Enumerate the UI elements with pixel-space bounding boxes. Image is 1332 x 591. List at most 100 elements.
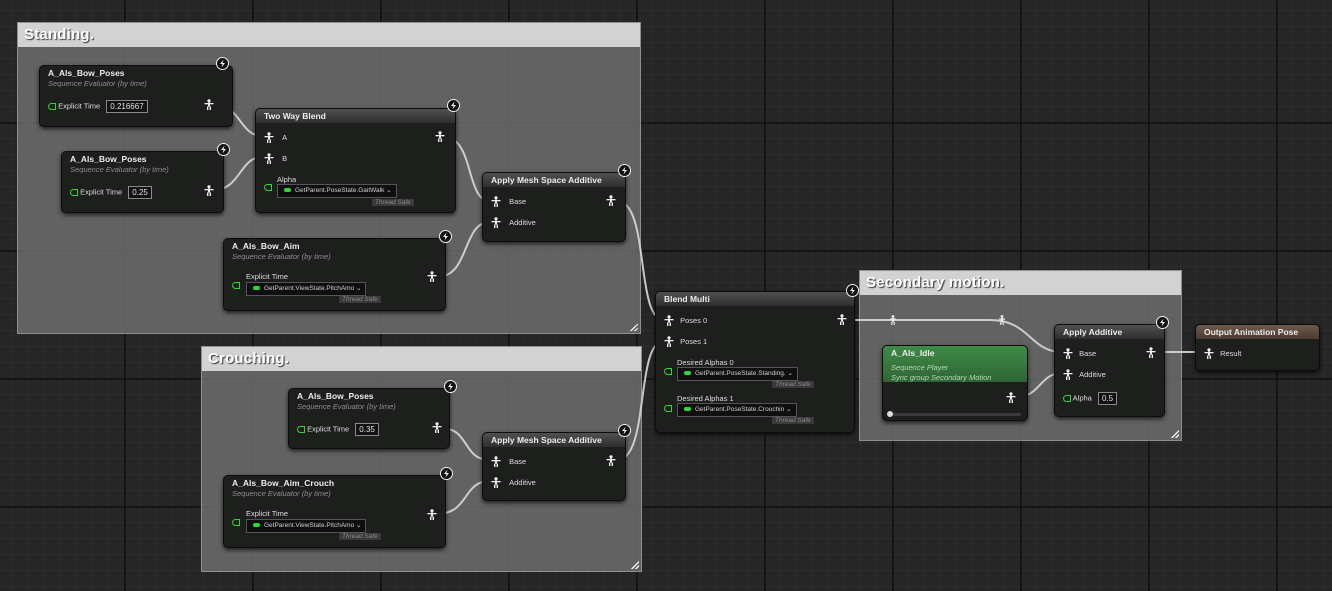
explicit-time-binding-dropdown[interactable]: GetParent.ViewState.PitchAmo ⌄ [246, 282, 367, 296]
alpha0-binding-dropdown[interactable]: GetParent.PoseState.Standing. ⌄ [677, 367, 798, 381]
resize-handle-icon[interactable] [630, 323, 638, 331]
resize-handle-icon[interactable] [1171, 430, 1179, 438]
pose-pin-icon[interactable] [427, 509, 437, 522]
pose-pin-icon[interactable] [264, 132, 274, 145]
pose-pin-icon[interactable] [1063, 369, 1073, 382]
node-output-animation-pose[interactable]: Output Animation Pose Result [1195, 324, 1320, 371]
pose-output-pin-icon[interactable] [606, 195, 616, 208]
pose-pin-icon[interactable] [491, 456, 501, 469]
node-two-way-blend[interactable]: Two Way Blend A B Alpha GetParent.PoseSt… [255, 108, 456, 213]
node-title: Apply Mesh Space Additive [491, 175, 602, 185]
node-title: Two Way Blend [264, 111, 326, 121]
node-sequence-evaluator[interactable]: A_Als_Bow_Poses Sequence Evaluator (by t… [288, 388, 450, 449]
node-subtitle: Sequence Evaluator (by time) [232, 489, 331, 498]
node-apply-additive[interactable]: Apply Additive Base Additive Alpha 0.5 [1054, 324, 1165, 417]
fast-path-icon [216, 57, 229, 70]
pin-label: Explicit Time [307, 424, 350, 434]
float-pin-icon[interactable] [664, 368, 672, 375]
pose-output-pin-icon[interactable] [606, 455, 616, 468]
pose-output-pin-icon[interactable] [837, 314, 847, 327]
pin-label: Base [509, 457, 527, 467]
float-pin-icon[interactable] [264, 184, 272, 191]
pin-label: Result [1220, 349, 1242, 359]
pose-pin-icon[interactable] [204, 99, 214, 112]
explicit-time-input[interactable]: 0.25 [128, 186, 152, 199]
node-title: Apply Mesh Space Additive [491, 435, 602, 445]
node-subtitle: Sequence Player [891, 363, 949, 372]
alpha-input[interactable]: 0.5 [1097, 392, 1118, 405]
pose-pin-icon[interactable] [264, 153, 274, 166]
node-title: A_Als_Bow_Aim [232, 241, 300, 251]
pose-pin-icon[interactable] [491, 196, 501, 209]
pose-pin-icon[interactable] [491, 217, 501, 230]
pin-label: Additive [509, 218, 536, 228]
binding-icon [253, 523, 260, 528]
pose-pin-icon[interactable] [432, 422, 442, 435]
comment-title[interactable]: Crouching. [202, 347, 641, 371]
pin-label: Explicit Time [58, 101, 101, 111]
float-pin-icon[interactable] [232, 519, 240, 526]
node-apply-mesh-space-additive[interactable]: Apply Mesh Space Additive Base Additive [482, 172, 626, 242]
thread-safe-badge: Thread Safe [339, 296, 381, 303]
node-title: A_Als_Bow_Aim_Crouch [232, 478, 335, 488]
fast-path-icon [217, 143, 230, 156]
node-apply-mesh-space-additive[interactable]: Apply Mesh Space Additive Base Additive [482, 432, 626, 501]
pin-label: Additive [509, 478, 536, 488]
fast-path-icon [447, 99, 460, 112]
node-title: A_Als_Idle [891, 348, 935, 358]
float-pin-icon[interactable] [48, 103, 56, 110]
node-blend-multi[interactable]: Blend Multi Poses 0 Poses 1 Desired Alph… [655, 291, 855, 433]
pose-pin-icon[interactable] [1204, 348, 1214, 361]
pin-label: Base [509, 197, 527, 207]
node-sequence-evaluator[interactable]: A_Als_Bow_Aim Sequence Evaluator (by tim… [223, 238, 446, 311]
node-title: A_Als_Bow_Poses [297, 391, 374, 401]
pose-pin-icon[interactable] [1006, 392, 1016, 405]
binding-icon [684, 407, 691, 412]
pose-output-pin-icon[interactable] [1146, 347, 1156, 360]
node-title: Output Animation Pose [1204, 327, 1299, 337]
thread-safe-badge: Thread Safe [372, 199, 414, 206]
binding-icon [684, 371, 691, 376]
pose-pin-icon[interactable] [204, 185, 214, 198]
fast-path-icon [846, 284, 859, 297]
fast-path-icon [444, 380, 457, 393]
pose-pin-icon[interactable] [1063, 348, 1073, 361]
thread-safe-badge: Thread Safe [339, 533, 381, 540]
node-sequence-evaluator[interactable]: A_Als_Bow_Poses Sequence Evaluator (by t… [61, 151, 224, 213]
pin-label: Explicit Time [246, 509, 289, 518]
comment-title[interactable]: Secondary motion. [860, 271, 1181, 295]
node-title: A_Als_Bow_Poses [48, 68, 125, 78]
float-pin-icon[interactable] [664, 405, 672, 412]
node-sequence-evaluator[interactable]: A_Als_Bow_Aim_Crouch Sequence Evaluator … [223, 475, 446, 548]
pin-label: Explicit Time [80, 187, 123, 197]
binding-icon [284, 188, 291, 193]
pose-output-pin-icon[interactable] [435, 131, 445, 144]
float-pin-icon[interactable] [232, 282, 240, 289]
explicit-time-binding-dropdown[interactable]: GetParent.ViewState.PitchAmo ⌄ [246, 519, 367, 533]
slider-knob[interactable] [887, 411, 893, 417]
fast-path-icon [1156, 316, 1169, 329]
pose-pin-icon[interactable] [664, 336, 674, 349]
node-subtitle: Sequence Evaluator (by time) [297, 402, 396, 411]
float-pin-icon[interactable] [70, 189, 78, 196]
pin-label: Poses 0 [680, 316, 708, 326]
pin-label: Desired Alphas 0 [677, 358, 734, 367]
pose-pin-icon[interactable] [427, 271, 437, 284]
float-pin-icon[interactable] [1063, 395, 1071, 402]
resize-handle-icon[interactable] [631, 561, 639, 569]
pin-label: Additive [1079, 370, 1106, 380]
alpha1-binding-dropdown[interactable]: GetParent.PoseState.Crouchin ⌄ [677, 403, 797, 417]
pose-pin-icon[interactable] [491, 477, 501, 490]
comment-title[interactable]: Standing. [18, 23, 640, 47]
explicit-time-input[interactable]: 0.35 [355, 423, 379, 436]
node-sequence-player[interactable]: A_Als_Idle Sequence Player Sync group Se… [882, 345, 1028, 421]
explicit-time-input[interactable]: 0.216667 [106, 100, 148, 113]
pose-pin-icon[interactable] [664, 315, 674, 328]
sync-group-label: Sync group Secondary Motion [891, 373, 992, 382]
alpha-binding-dropdown[interactable]: GetParent.PoseState.GaitWalk ⌄ [277, 184, 397, 198]
node-title: Apply Additive [1063, 327, 1123, 337]
playback-position-slider[interactable] [887, 411, 1021, 417]
node-sequence-evaluator[interactable]: A_Als_Bow_Poses Sequence Evaluator (by t… [39, 65, 233, 127]
float-pin-icon[interactable] [297, 426, 305, 433]
pin-label: Base [1079, 349, 1097, 359]
